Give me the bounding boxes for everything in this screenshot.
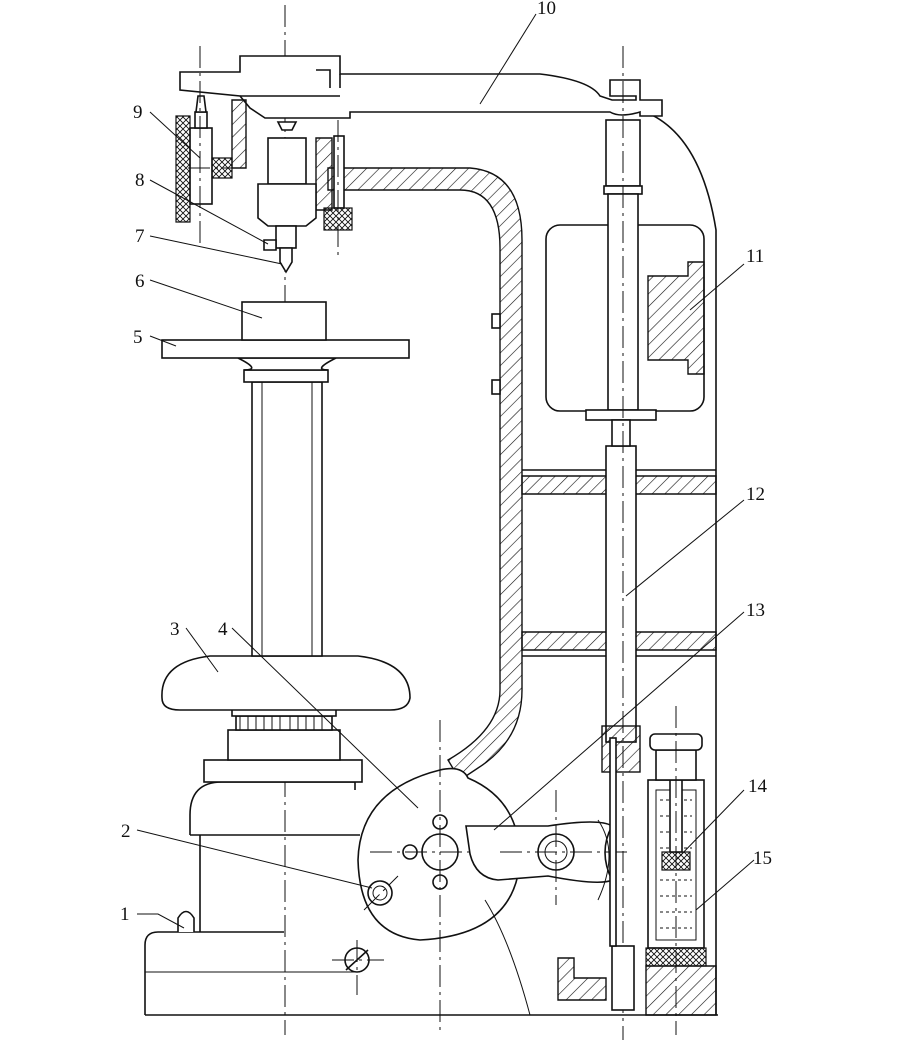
indenter-head <box>175 46 353 274</box>
main-lever-10 <box>179 55 663 119</box>
rocker-arm-13 <box>465 790 630 905</box>
leader-lines <box>136 13 755 929</box>
callout-13: 13 <box>746 600 765 621</box>
base <box>144 781 718 1016</box>
callout-4: 4 <box>218 619 228 640</box>
knurl <box>239 716 323 730</box>
callout-3: 3 <box>170 619 180 640</box>
callout-7: 7 <box>135 226 145 247</box>
callout-labels: 1 2 3 4 5 6 7 8 9 10 11 12 13 14 15 <box>120 0 772 925</box>
callout-9: 9 <box>133 102 143 123</box>
rod-12 <box>605 445 637 743</box>
handwheel-3 <box>161 655 411 711</box>
specimen-6 <box>241 301 327 341</box>
eccentric-pin-2 <box>367 880 393 906</box>
set-screw-8 <box>263 239 277 251</box>
elevating-screw-assembly <box>161 369 411 783</box>
cam-disc-4 <box>357 720 531 1035</box>
callout-1: 1 <box>120 904 130 925</box>
callout-15: 15 <box>753 848 772 869</box>
oil-fill <box>660 799 692 929</box>
callout-10: 10 <box>537 0 556 19</box>
dial-gauge-9 <box>189 127 213 205</box>
callout-12: 12 <box>746 484 765 505</box>
callout-2: 2 <box>121 821 131 842</box>
anvil <box>161 301 410 371</box>
indenter-7 <box>279 247 293 274</box>
anvil-table-5 <box>161 339 410 359</box>
dashpot <box>557 706 717 1035</box>
pin-1 <box>177 910 195 932</box>
dial-knurl <box>175 115 191 223</box>
callout-5: 5 <box>133 327 143 348</box>
callout-6: 6 <box>135 271 145 292</box>
callout-11: 11 <box>746 246 764 267</box>
callout-14: 14 <box>748 776 768 797</box>
callout-8: 8 <box>135 170 145 191</box>
weight-assembly <box>545 46 705 1040</box>
